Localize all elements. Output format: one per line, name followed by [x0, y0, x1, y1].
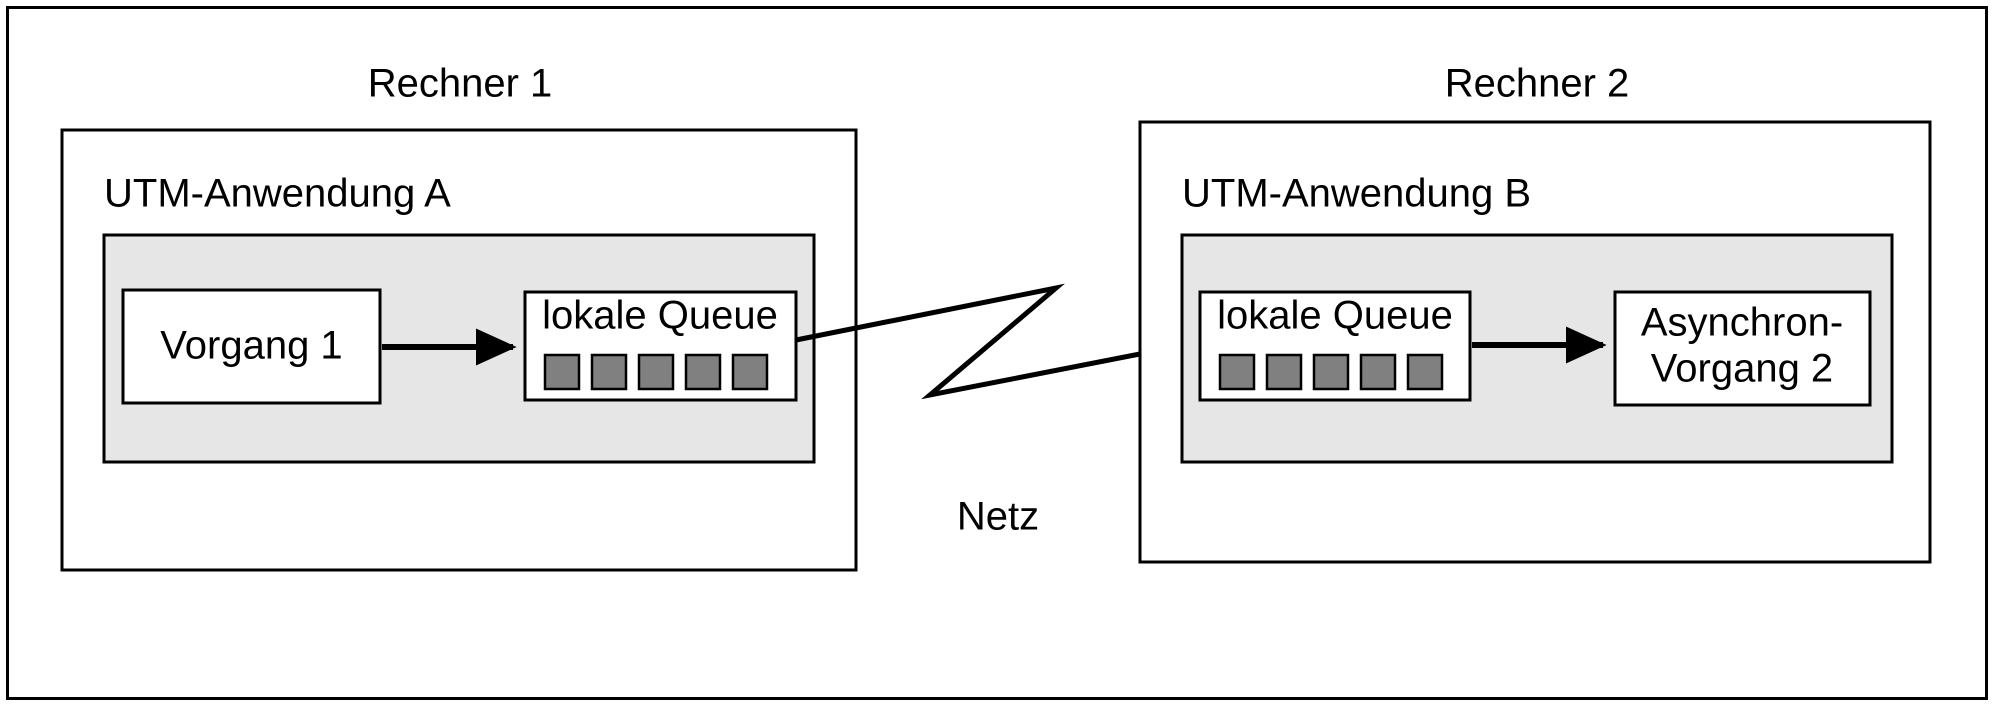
rechner-1-application-label: UTM-Anwendung A: [104, 172, 451, 216]
lokale-queue-a-label: lokale Queue: [542, 294, 778, 338]
asynchron-vorgang-2-label-line1: Asynchron-: [1641, 301, 1843, 345]
rechner-2-application-label: UTM-Anwendung B: [1182, 172, 1531, 216]
asynchron-vorgang-2-box[interactable]: [1613, 290, 1872, 407]
page-title-rechner-1: Rechner 1: [368, 62, 553, 106]
vorgang-1-label: Vorgang 1: [160, 324, 342, 368]
page-title-rechner-2: Rechner 2: [1445, 62, 1630, 106]
queue-slot: [731, 353, 769, 391]
queue-slot: [637, 353, 675, 391]
queue-slot: [1312, 353, 1350, 391]
lokale-queue-b-slots: [1218, 353, 1444, 391]
network-connection: [795, 283, 1189, 400]
network-zigzag-line: [795, 283, 1189, 400]
lokale-queue-a-slots: [543, 353, 769, 391]
queue-slot: [1265, 353, 1303, 391]
network-label: Netz: [957, 495, 1039, 539]
asynchron-vorgang-2-label-line2: Vorgang 2: [1651, 347, 1833, 391]
queue-slot: [1218, 353, 1256, 391]
vorgang-1-box[interactable]: [121, 288, 382, 405]
queue-slot: [543, 353, 581, 391]
queue-slot: [1406, 353, 1444, 391]
lokale-queue-b-label: lokale Queue: [1217, 294, 1453, 338]
queue-slot: [590, 353, 628, 391]
queue-slot: [1359, 353, 1397, 391]
queue-slot: [684, 353, 722, 391]
